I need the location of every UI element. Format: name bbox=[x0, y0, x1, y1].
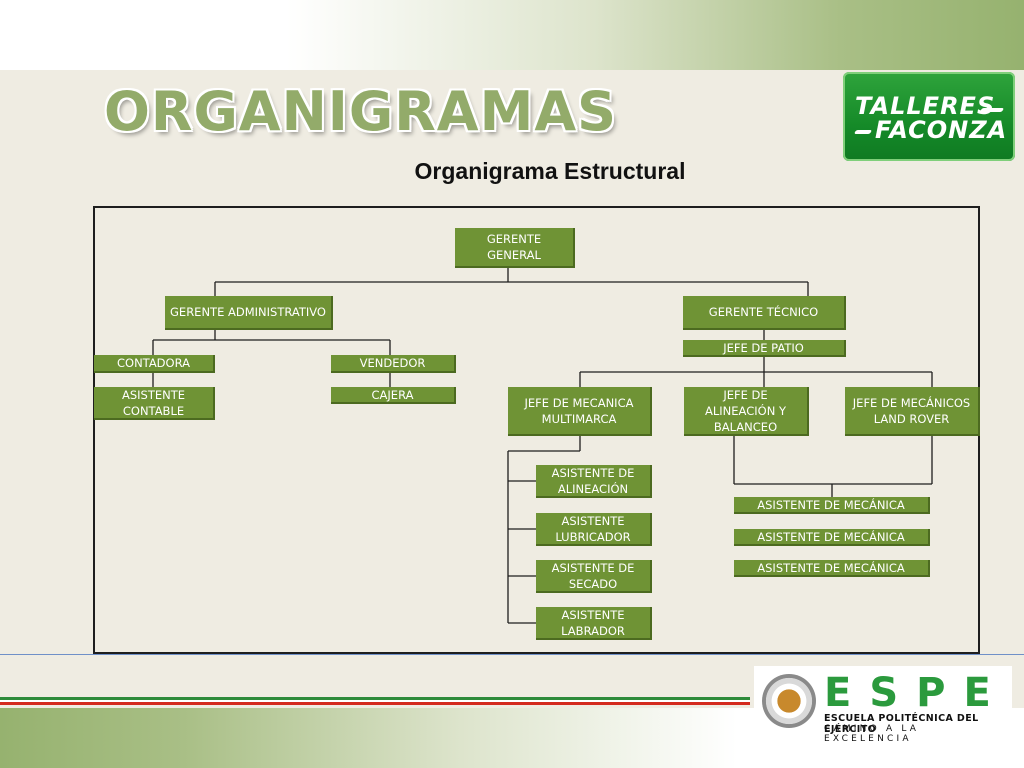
org-box-gerente-tecnico: GERENTE TÉCNICO bbox=[683, 296, 846, 330]
espe-seal-icon bbox=[762, 674, 816, 728]
org-box-gerente-administrativo: GERENTE ADMINISTRATIVO bbox=[165, 296, 333, 330]
slide-title: ORGANIGRAMAS bbox=[104, 80, 618, 143]
espe-name: ESCUELA POLITÉCNICA DEL EJÉRCITO bbox=[824, 713, 979, 735]
org-box-asistente-lubricador: ASISTENTE LUBRICADOR bbox=[536, 513, 652, 546]
espe-logo: ESPE ESCUELA POLITÉCNICA DEL EJÉRCITO CA… bbox=[754, 666, 1012, 744]
org-box-jefe-land-rover: JEFE DE MECÁNICOS LAND ROVER bbox=[845, 387, 980, 436]
org-box-asistente-secado: ASISTENTE DE SECADO bbox=[536, 560, 652, 593]
divider-line bbox=[0, 654, 1024, 655]
espe-acronym: ESPE bbox=[824, 670, 1009, 716]
org-box-asistente-mecanica: ASISTENTE DE MECÁNICA bbox=[734, 560, 930, 577]
header-band bbox=[0, 0, 1024, 70]
org-box-asistente-labrador: ASISTENTE LABRADOR bbox=[536, 607, 652, 640]
org-box-asistente-alineacion: ASISTENTE DE ALINEACIÓN bbox=[536, 465, 652, 498]
org-box-asistente-contable: ASISTENTE CONTABLE bbox=[94, 387, 215, 420]
org-box-jefe-patio: JEFE DE PATIO bbox=[683, 340, 846, 357]
logo-text-line1: TALLERES bbox=[855, 92, 996, 120]
org-box-cajera: CAJERA bbox=[331, 387, 456, 404]
flag-stripe-white bbox=[0, 700, 750, 702]
flag-stripe-red bbox=[0, 702, 750, 705]
slide-subtitle: Organigrama Estructural bbox=[414, 158, 686, 184]
flag-stripe-green bbox=[0, 697, 750, 700]
org-box-contadora: CONTADORA bbox=[94, 355, 215, 373]
org-box-asistente-mecanica: ASISTENTE DE MECÁNICA bbox=[734, 529, 930, 546]
logo-text-line2: FACONZA bbox=[875, 116, 1008, 144]
org-box-gerente-general: GERENTE GENERAL bbox=[455, 228, 575, 268]
org-box-jefe-alineacion: JEFE DE ALINEACIÓN Y BALANCEO bbox=[684, 387, 809, 436]
org-box-asistente-mecanica: ASISTENTE DE MECÁNICA bbox=[734, 497, 930, 514]
espe-motto: CAMINO A LA EXCELENCIA bbox=[824, 724, 920, 744]
org-box-vendedor: VENDEDOR bbox=[331, 355, 456, 373]
org-box-jefe-mecanica-multimarca: JEFE DE MECANICA MULTIMARCA bbox=[508, 387, 652, 436]
talleres-faconza-logo: TALLERES FACONZA bbox=[843, 72, 1015, 161]
